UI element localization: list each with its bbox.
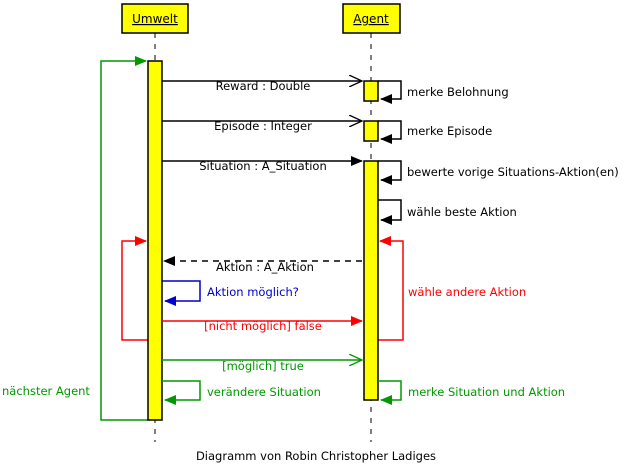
label-waehle-andere: wähle andere Aktion <box>408 285 526 299</box>
lifeline-agent-label: Agent <box>353 12 389 26</box>
label-moeglich: [möglich] true <box>222 359 304 373</box>
activation-agent-episode <box>363 120 379 142</box>
self-waehle-beste <box>378 199 402 225</box>
activation-umwelt <box>147 60 163 421</box>
self-merke-situation <box>378 380 402 405</box>
label-aktion-moeglich: Aktion möglich? <box>207 285 299 299</box>
label-episode: Episode : Integer <box>214 119 312 133</box>
loop-naechster-agent <box>100 56 148 421</box>
self-merke-belohnung <box>378 80 402 104</box>
lifeline-umwelt-header: Umwelt <box>121 3 189 34</box>
self-veraendere <box>162 380 201 405</box>
activation-agent-reward <box>363 80 379 102</box>
label-situation: Situation : A_Situation <box>199 159 327 173</box>
label-reward: Reward : Double <box>216 79 311 93</box>
loop-waehle-andere <box>378 236 404 341</box>
lifeline-umwelt-label: Umwelt <box>132 12 178 26</box>
label-naechster-agent: nächster Agent <box>2 384 90 398</box>
label-merke-episode: merke Episode <box>407 124 492 138</box>
label-merke-situation: merke Situation und Aktion <box>408 385 565 399</box>
self-merke-episode <box>378 120 402 144</box>
label-bewerte: bewerte vorige Situations-Aktion(en) <box>407 165 619 179</box>
self-bewerte <box>378 160 402 185</box>
loop-umwelt-red <box>121 236 148 341</box>
label-aktion: Aktion : A_Aktion <box>216 260 314 274</box>
activation-agent-main <box>363 160 379 401</box>
label-merke-belohnung: merke Belohnung <box>407 85 509 99</box>
label-nicht-moeglich: [nicht möglich] false <box>204 319 322 333</box>
label-veraendere: verändere Situation <box>207 385 321 399</box>
self-aktion-moeglich <box>162 280 201 306</box>
lifeline-agent-header: Agent <box>342 3 401 34</box>
footer-credit: Diagramm von Robin Christopher Ladiges <box>196 449 436 463</box>
label-waehle-beste: wähle beste Aktion <box>407 205 517 219</box>
